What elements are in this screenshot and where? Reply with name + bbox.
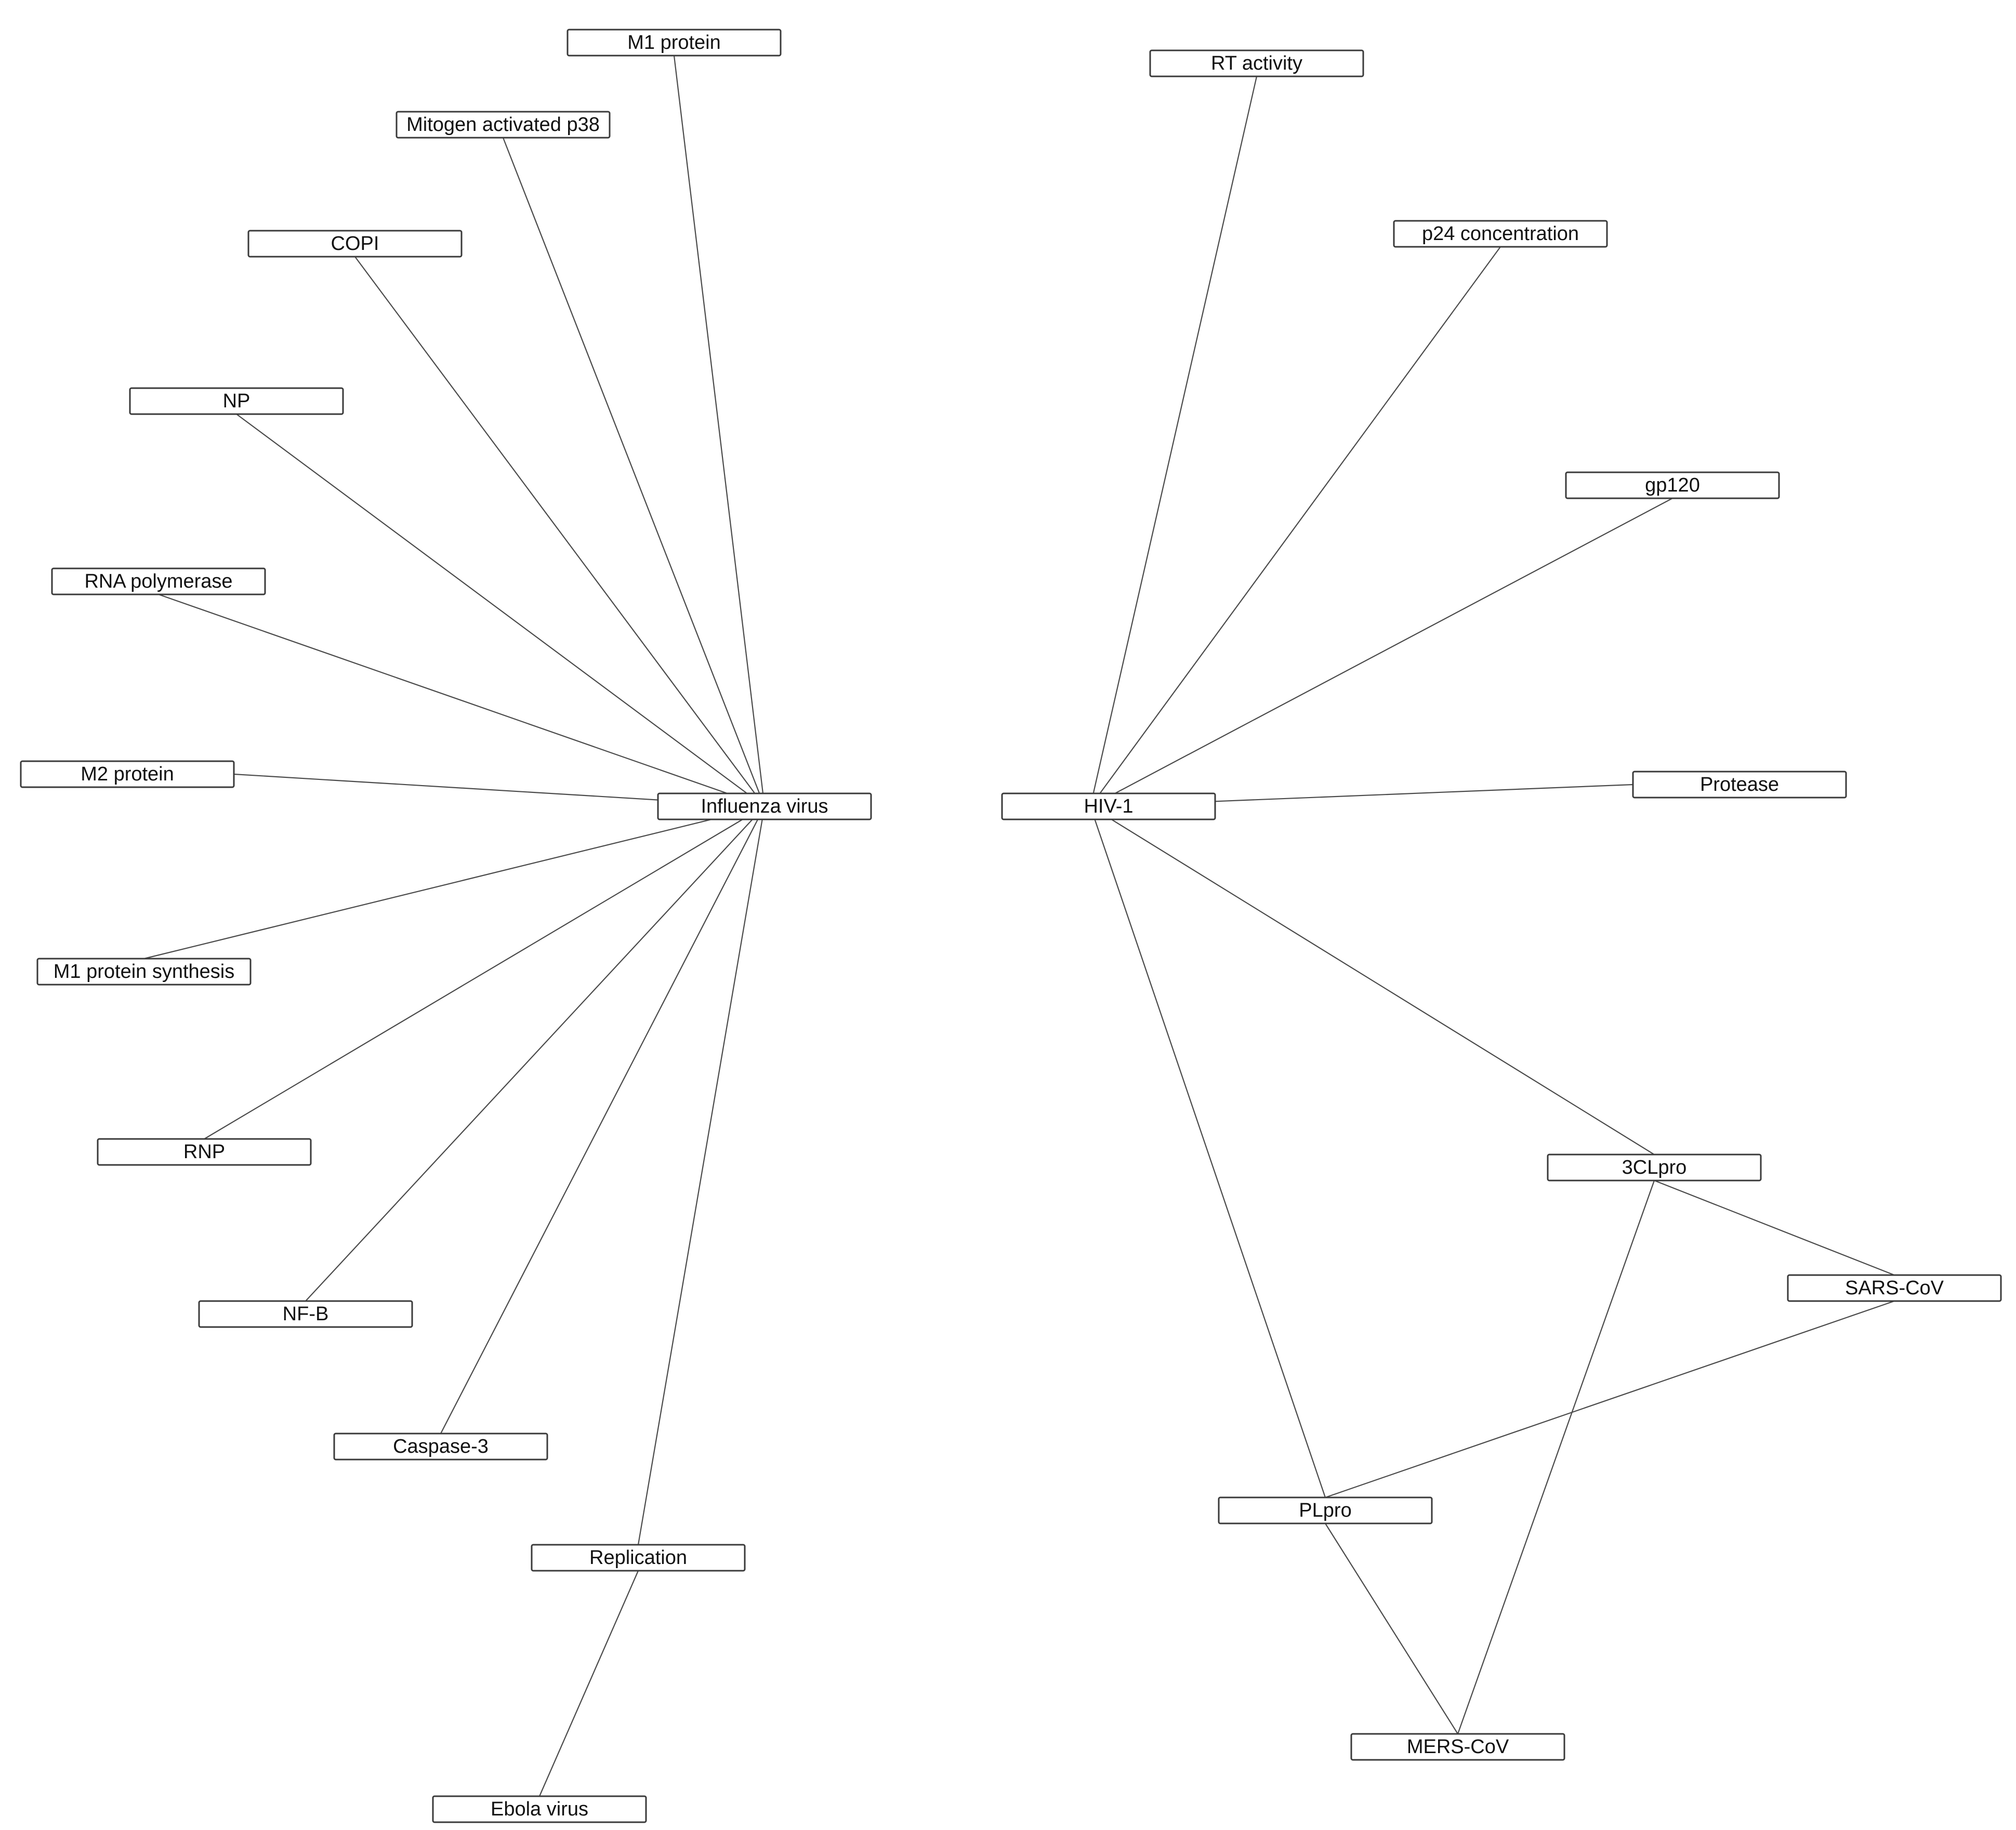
node-copi: COPI <box>247 230 463 258</box>
edge-influenza-np <box>236 414 765 807</box>
node-m1-synthesis: M1 protein synthesis <box>36 958 252 986</box>
node-m2-protein: M2 protein <box>20 760 235 788</box>
node-label: Ebola virus <box>491 1798 588 1820</box>
node-label: M1 protein <box>627 32 721 54</box>
node-box <box>51 567 266 595</box>
node-gp120: gp120 <box>1565 471 1780 499</box>
node-label: RNA polymerase <box>84 571 232 592</box>
edge-hiv-clpro <box>1090 806 1655 1155</box>
node-box <box>36 958 252 986</box>
edge-hiv-gp120 <box>1090 498 1673 807</box>
node-ebola: Ebola virus <box>432 1795 647 1823</box>
node-clpro: 3CLpro <box>1547 1153 1762 1182</box>
edge-influenza-caspase3 <box>440 806 765 1434</box>
edge-influenza-rnp <box>204 806 765 1139</box>
node-box <box>432 1795 647 1823</box>
node-box <box>531 1544 746 1572</box>
node-box <box>1547 1153 1762 1182</box>
node-box <box>20 760 235 788</box>
edge-hiv-plpro <box>1089 806 1326 1498</box>
node-rnp: RNP <box>97 1138 312 1166</box>
node-box <box>1632 771 1847 799</box>
node-box <box>1218 1496 1433 1524</box>
edge-influenza-replication <box>637 806 766 1545</box>
node-box <box>1565 471 1780 499</box>
edge-layer <box>143 55 1895 1797</box>
node-mitogen-p38: Mitogen activated p38 <box>396 111 611 139</box>
node-label: p24 concentration <box>1422 223 1579 245</box>
node-caspase3: Caspase-3 <box>333 1433 548 1461</box>
node-np: NP <box>129 387 344 415</box>
node-label: NF-B <box>283 1303 329 1325</box>
node-box <box>97 1138 312 1166</box>
edge-influenza-m1_protein <box>673 55 766 807</box>
node-rna-polymerase: RNA polymerase <box>51 567 266 595</box>
edge-influenza-mitogen_p38 <box>502 137 766 807</box>
node-mers: MERS-CoV <box>1350 1733 1565 1761</box>
node-box <box>198 1300 413 1328</box>
edge-influenza-copi <box>354 256 765 807</box>
node-label: RNP <box>183 1141 225 1163</box>
node-box <box>1787 1274 2002 1302</box>
edge-hiv-rt_activity <box>1089 76 1258 807</box>
edge-replication-ebola <box>538 1570 639 1797</box>
node-replication: Replication <box>531 1544 746 1572</box>
node-label: HIV-1 <box>1084 795 1133 817</box>
node-box <box>247 230 463 258</box>
edge-influenza-nfb <box>305 806 765 1302</box>
node-plpro: PLpro <box>1218 1496 1433 1524</box>
node-sars: SARS-CoV <box>1787 1274 2002 1302</box>
node-label: NP <box>223 390 251 412</box>
node-protease: Protease <box>1632 771 1847 799</box>
node-label: M2 protein <box>81 763 174 785</box>
node-box <box>1001 792 1216 820</box>
edge-hiv-p24 <box>1090 246 1501 807</box>
node-p24: p24 concentration <box>1393 220 1608 248</box>
node-box <box>1149 49 1364 77</box>
node-nfb: NF-B <box>198 1300 413 1328</box>
edge-influenza-m1_synthesis <box>143 805 765 960</box>
edge-clpro-sars <box>1654 1179 1895 1276</box>
node-box <box>333 1433 548 1461</box>
node-label: Protease <box>1700 774 1779 795</box>
node-label: RT activity <box>1211 52 1302 74</box>
node-label: Mitogen activated p38 <box>406 114 600 136</box>
node-box <box>566 29 782 57</box>
node-label: M1 protein synthesis <box>54 961 235 983</box>
node-label: Influenza virus <box>701 795 828 817</box>
node-label: Caspase-3 <box>393 1436 489 1457</box>
node-hiv: HIV-1 <box>1001 792 1216 820</box>
node-box <box>129 387 344 415</box>
node-influenza: Influenza virus <box>657 792 872 820</box>
node-box <box>1350 1733 1565 1761</box>
node-label: MERS-CoV <box>1407 1736 1509 1758</box>
node-box <box>396 111 611 139</box>
node-label: PLpro <box>1299 1500 1351 1521</box>
edge-clpro-mers <box>1457 1180 1655 1734</box>
node-label: gp120 <box>1645 474 1700 496</box>
edge-influenza-rna_polymerase <box>158 593 765 807</box>
node-box <box>657 792 872 820</box>
node-box <box>1393 220 1608 248</box>
node-m1-protein: M1 protein <box>566 29 782 57</box>
edge-plpro-mers <box>1325 1523 1458 1734</box>
node-label: 3CLpro <box>1622 1157 1687 1178</box>
node-label: Replication <box>589 1547 687 1569</box>
node-label: COPI <box>331 233 379 255</box>
node-label: SARS-CoV <box>1845 1277 1944 1299</box>
node-rt-activity: RT activity <box>1149 49 1364 77</box>
edge-sars-plpro <box>1325 1300 1895 1499</box>
